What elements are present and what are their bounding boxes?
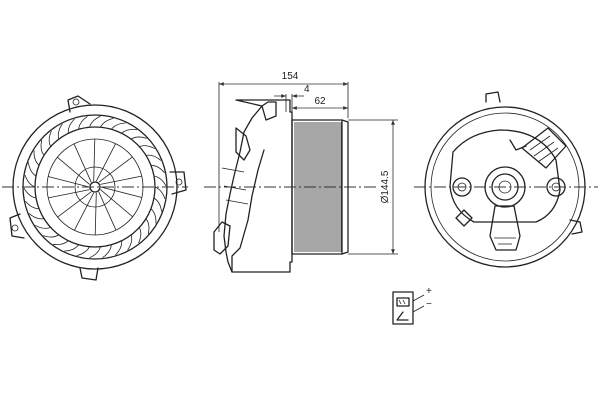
fan-spokes — [48, 138, 142, 236]
fan-blade — [24, 174, 36, 188]
fan-spoke — [100, 175, 142, 185]
motor-housing — [223, 99, 293, 273]
side-view: 154 4 62 Ø144.5 — [204, 71, 398, 273]
fan-spoke — [100, 186, 142, 198]
fan-blades — [23, 115, 167, 259]
mounting-tab-left — [9, 213, 25, 239]
motor-clip — [235, 127, 251, 161]
motor-housing-inner-edge — [231, 149, 265, 273]
connector-pinout: + − — [392, 286, 432, 325]
fan-spoke — [98, 191, 117, 231]
fan-blade — [40, 139, 45, 156]
fan-blade — [150, 208, 157, 224]
motor-body-outline — [449, 129, 561, 223]
fan-blade — [57, 123, 63, 140]
mounting-tab-bottom — [79, 267, 99, 281]
fan-spoke — [48, 189, 90, 199]
front-view — [2, 95, 188, 281]
connector-outline — [392, 291, 414, 325]
fan-blade — [145, 218, 150, 235]
mounting-tab-top — [67, 95, 91, 113]
rear-clip — [509, 139, 527, 151]
fan-blade — [35, 224, 51, 229]
dimension-offset-label: 4 — [304, 84, 310, 95]
fan-blade — [153, 175, 167, 187]
fan-blade — [100, 118, 114, 128]
fan-blade — [145, 154, 162, 161]
fan-spoke — [100, 189, 133, 218]
fan-spoke — [73, 143, 92, 183]
connector-housing-top — [521, 127, 567, 169]
fan-spoke — [98, 156, 133, 183]
fan-blade — [138, 227, 142, 244]
fan-blade — [64, 244, 79, 252]
fan-blade — [78, 116, 88, 130]
mounting-tab-rear-top — [485, 91, 501, 103]
fan-spoke — [94, 192, 97, 236]
fan-blade — [25, 200, 40, 210]
connector-socket-side — [213, 221, 231, 255]
fan-spoke — [48, 176, 90, 188]
fan-blade — [115, 240, 123, 256]
fan-blade — [53, 240, 69, 245]
motor-bracket — [261, 101, 277, 121]
fan-blade — [28, 213, 45, 220]
fan-blade — [102, 244, 112, 258]
connector-pin-minus — [396, 311, 409, 321]
mounting-tab-rear-right — [569, 219, 583, 235]
mounting-tab-right — [169, 171, 187, 195]
fan-blade — [43, 234, 60, 238]
fan-blade — [76, 246, 90, 256]
connector-plug-rear — [489, 205, 521, 251]
fan-blade — [127, 234, 133, 251]
minus-terminal-label: − — [426, 299, 432, 310]
fan-blade — [139, 145, 155, 150]
fan-spoke — [95, 143, 116, 182]
fan-blade — [23, 187, 37, 199]
fan-blade — [48, 130, 52, 147]
rear-view — [414, 91, 598, 268]
fan-spoke — [57, 156, 90, 185]
plus-terminal-label: + — [426, 286, 432, 297]
fan-blade — [89, 246, 101, 259]
fan-blade — [121, 129, 137, 134]
fan-blade — [130, 136, 147, 140]
connector-pin-plus — [396, 297, 410, 307]
dimension-length-label: 154 — [282, 71, 299, 82]
fan-blade — [153, 197, 162, 212]
fan-spoke — [93, 138, 96, 182]
fan-blade — [33, 150, 40, 166]
fan-blade — [89, 115, 101, 128]
dimension-wheel-width-label: 62 — [314, 96, 326, 107]
fan-blade — [150, 164, 165, 174]
fan-blade — [67, 118, 75, 134]
fan-spoke — [74, 192, 95, 231]
fan-spoke — [57, 191, 92, 218]
fan-blade — [111, 122, 126, 130]
fan-blade — [28, 162, 37, 177]
fan-blade — [154, 186, 166, 200]
dimension-diameter-label: Ø144.5 — [380, 170, 391, 203]
